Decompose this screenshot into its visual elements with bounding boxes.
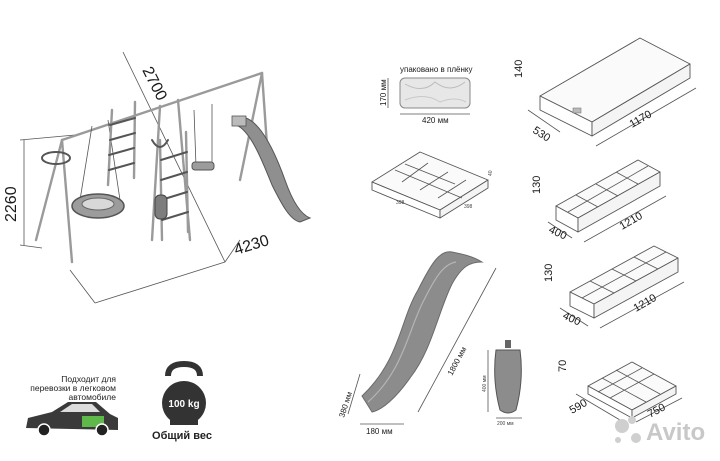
middle-leg-a — [150, 104, 162, 242]
top-beam — [60, 71, 264, 142]
box-four: 70 590 750 — [557, 360, 683, 423]
box-two: 130 400 1210 — [531, 159, 667, 243]
box-three-height: 130 — [543, 264, 555, 282]
car-note: Подходит для перевозки в легковом автомо… — [26, 374, 118, 437]
basketball-hoop — [41, 151, 71, 165]
car-note-line3: автомобиле — [69, 392, 117, 402]
gym-rings — [151, 139, 169, 148]
punching-bag-detail — [494, 349, 522, 414]
film-pack-width: 420 мм — [422, 116, 449, 125]
avito-logo-icon — [615, 416, 641, 443]
climbing-ladder-right — [158, 130, 190, 242]
width-dimension-label: 4230 — [232, 232, 271, 259]
left-leg-back — [60, 138, 74, 264]
slide-length-line — [417, 267, 497, 413]
flat-box: 398 398 40 — [371, 151, 494, 219]
car-icon — [26, 402, 118, 437]
slide-height-line — [347, 373, 361, 415]
playset-illustration: 2700 4230 2260 — [3, 51, 312, 304]
box-two-length: 1210 — [618, 210, 645, 233]
slide-body — [361, 251, 484, 413]
bag-width-label: 200 мм — [497, 421, 514, 427]
film-pack-body — [399, 77, 471, 109]
height-ext-top — [19, 134, 76, 141]
flat-box-a: 398 — [396, 200, 405, 206]
watermark-text: Avito — [646, 419, 705, 446]
width-dimension-line — [94, 261, 226, 304]
weight-block: 100 kg Общий вес — [152, 360, 212, 442]
flat-box-c: 40 — [488, 170, 494, 176]
slide-width-label: 180 мм — [366, 427, 393, 436]
board-swing-seat — [191, 161, 215, 171]
box-three: 130 400 1210 — [543, 245, 685, 329]
car-note-line1: Подходит для — [61, 374, 116, 384]
car-note-line2: перевозки в легковом — [30, 383, 116, 393]
height-ext-bottom — [19, 244, 43, 249]
slide-platform — [231, 115, 247, 127]
slide-length-label: 1800 мм — [446, 345, 469, 377]
height-dimension-label: 2260 — [3, 186, 20, 222]
slide-detail: 1800 мм 380 мм 180 мм — [337, 251, 497, 436]
box-two-depth: 400 — [547, 224, 569, 243]
kettlebell-icon — [162, 360, 206, 425]
bag-detail: 400 мм 200 мм — [482, 340, 522, 427]
left-leg-front — [34, 138, 64, 242]
box-two-height: 130 — [531, 176, 543, 194]
box-three-depth: 400 — [561, 310, 583, 329]
swing-rope-a — [193, 109, 197, 167]
nest-swing-inner — [81, 197, 115, 211]
film-pack-height: 170 мм — [379, 79, 388, 106]
punching-bag — [154, 194, 168, 220]
film-pack-caption: упаковано в плёнку — [400, 65, 472, 74]
climbing-ladder-left — [106, 100, 137, 187]
weight-label: Общий вес — [152, 430, 212, 442]
width-ext-left — [69, 269, 96, 304]
slide — [234, 117, 312, 223]
bag-height-label: 400 мм — [482, 375, 488, 392]
big-box: 140 530 1170 — [513, 37, 697, 147]
weight-value: 100 kg — [168, 399, 199, 410]
flat-box-b: 398 — [464, 204, 473, 210]
film-pack: упаковано в плёнку 170 мм 420 мм — [379, 65, 472, 125]
big-box-height: 140 — [513, 60, 525, 78]
nest-rope-a — [79, 125, 93, 201]
avito-watermark: Avito — [615, 416, 705, 446]
box-four-height: 70 — [557, 360, 569, 372]
width-ext-right — [224, 239, 241, 263]
slide-height-label: 380 мм — [337, 391, 354, 419]
depth-dimension-label: 2700 — [138, 64, 169, 104]
big-box-depth: 530 — [530, 124, 552, 144]
